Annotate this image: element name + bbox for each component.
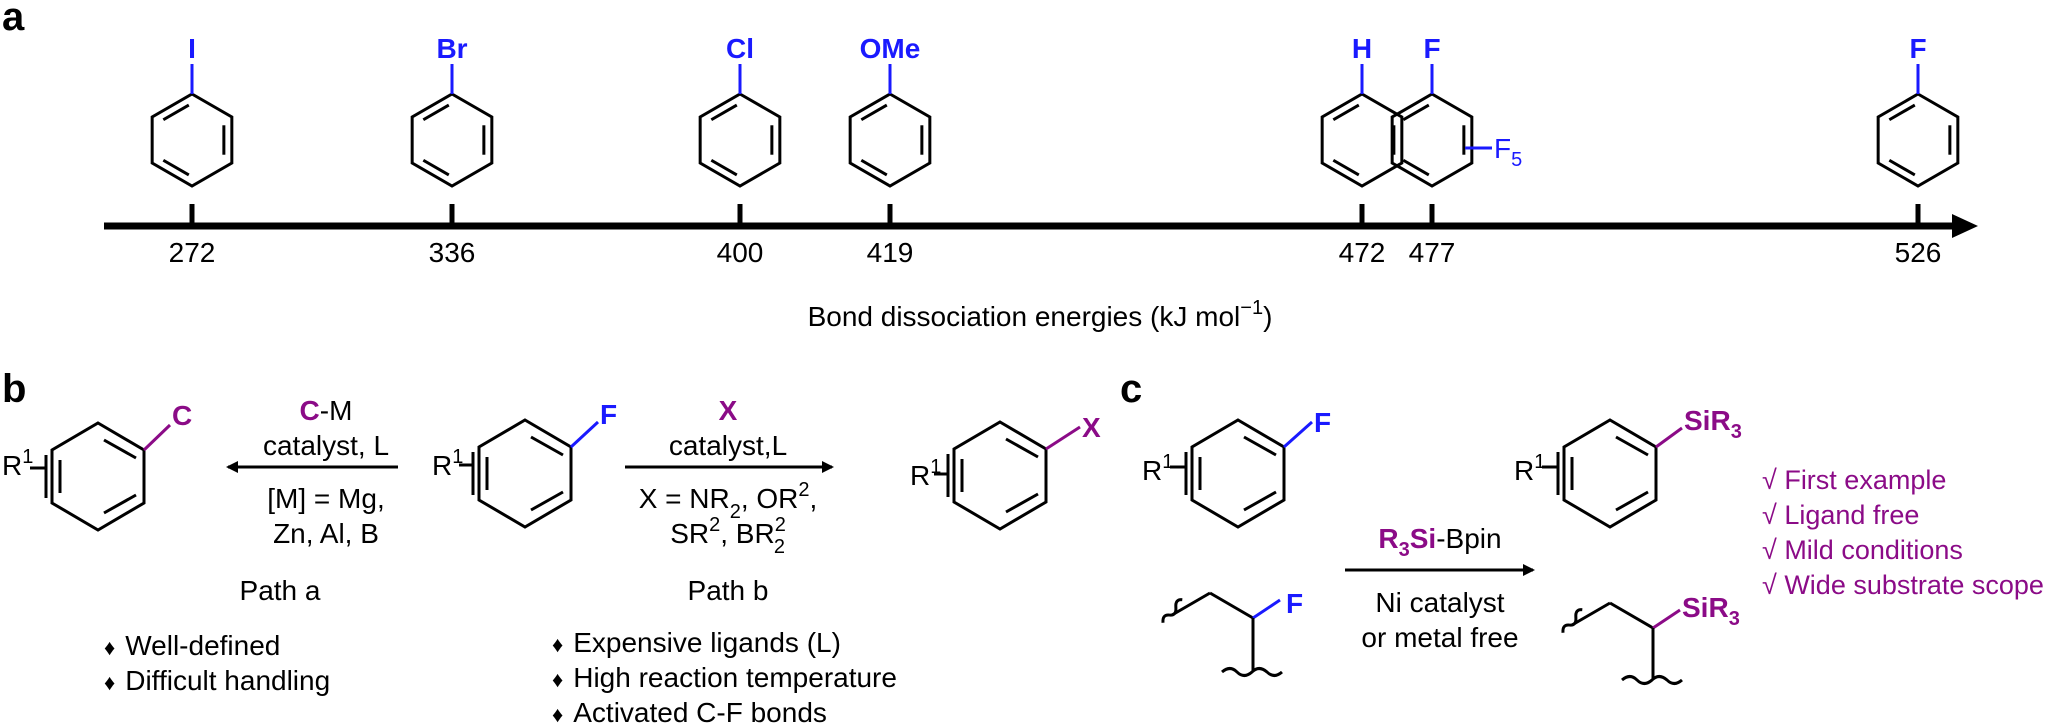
panel-a-label: a [2,0,25,39]
path-b-bullet-1: ♦Expensive ligands (L) [552,627,841,658]
path-a-bullet-1: ♦Well-defined [104,630,280,661]
bde-molecules: I Br Cl OMe H F F5 F [150,33,1960,188]
path-b-catalyst: catalyst,L [669,430,787,461]
path-b-title: Path b [688,575,769,606]
aryl-r1: R1 [1142,451,1173,486]
panel-c-label: c [1120,367,1142,411]
product-r1: R1 [1514,451,1545,486]
bde-tick-label: 472 [1339,237,1386,268]
bde-tick-label: 336 [429,237,476,268]
ring-substituent-label: OMe [860,33,921,64]
checklist-item-4: √ Wide substrate scope [1762,570,2044,600]
benzene-ring: OMe [848,33,932,188]
bde-tick-label: 272 [169,237,216,268]
path-a-condition-line1: [M] = Mg, [267,483,384,514]
aryl-fluoride-molecule: F R1 [1142,407,1331,529]
ring-substituent-label: F [1909,33,1926,64]
bde-tick-label: 419 [867,237,914,268]
ring-substituent-label: H [1352,33,1372,64]
panel-c: c F R1 F R3Si-Bpin Ni catalyst or me [1120,367,2044,685]
alkyl-fluoride-molecule: F [1161,588,1303,677]
aryl-fluoro-group: F [1314,407,1331,438]
right-product-r1: R1 [910,456,941,491]
left-product-molecule: C R1 [2,400,192,532]
path-b-reagent: X [719,395,738,426]
alkyl-silyl-group: SiR3 [1682,592,1740,630]
benzene-ring: Cl [698,33,782,188]
right-product-group: X [1082,412,1101,443]
panel-b: b C R1 C-M catalyst, L [M] = Mg, Zn, Al,… [2,367,1101,725]
benzene-ring: F [1876,33,1960,188]
path-a-bullet-2: ♦Difficult handling [104,665,330,696]
benzene-ring: Br [410,33,494,188]
center-fluoroarene-molecule: F R1 [432,399,617,529]
panel-b-label: b [2,367,26,411]
path-b-condition-line1: X = NR2, OR2, [639,479,818,523]
bde-tick-label: 526 [1895,237,1942,268]
path-b-bullet-2: ♦High reaction temperature [552,662,897,693]
checklist-item-2: √ Ligand free [1762,500,1919,530]
left-product-r1: R1 [2,446,33,481]
bde-axis-title: Bond dissociation energies (kJ mol−1) [808,297,1273,332]
path-b-bullet-3: ♦Activated C-F bonds [552,697,827,725]
ring-substituent-label: Cl [726,33,754,64]
center-fluoro-group: F [600,399,617,430]
alkyl-fluoro-group: F [1286,588,1303,619]
checklist-item-3: √ Mild conditions [1762,535,1963,565]
checklist-item-1: √ First example [1762,465,1946,495]
bde-ticks: 272 336 400 419 472 477 526 [169,204,1942,268]
path-a-reagent: C-M [300,395,353,426]
benzene-ring: H [1320,33,1404,188]
ring-substituent-label: F [1423,33,1440,64]
left-product-group: C [172,400,192,431]
alkyl-silane-molecule: SiR3 [1561,592,1740,685]
benzene-ring: I [150,33,234,188]
bde-tick-label: 400 [717,237,764,268]
right-product-molecule: X R1 [910,412,1101,531]
path-a-catalyst: catalyst, L [263,430,389,461]
path-a-condition-line2: Zn, Al, B [273,518,379,549]
benzene-ring: F F5 [1390,33,1522,188]
aryl-silyl-group: SiR3 [1684,405,1742,443]
path-a-title: Path a [240,575,321,606]
ring-substituent-label: I [188,33,196,64]
bde-axis-arrowhead [1952,214,1978,238]
panel-a: a 272 336 400 419 472 477 526 I Br Cl OMe H F F5 F Bo… [2,0,1978,332]
silylation-condition-line2: or metal free [1361,622,1518,653]
silylation-reagent: R3Si-Bpin [1378,523,1501,561]
aryl-silane-molecule: SiR3 R1 [1514,405,1742,529]
silylation-condition-line1: Ni catalyst [1375,587,1504,618]
ring-extra-substituent: F5 [1494,133,1522,171]
bde-tick-label: 477 [1409,237,1456,268]
ring-substituent-label: Br [436,33,467,64]
center-r1: R1 [432,446,463,481]
